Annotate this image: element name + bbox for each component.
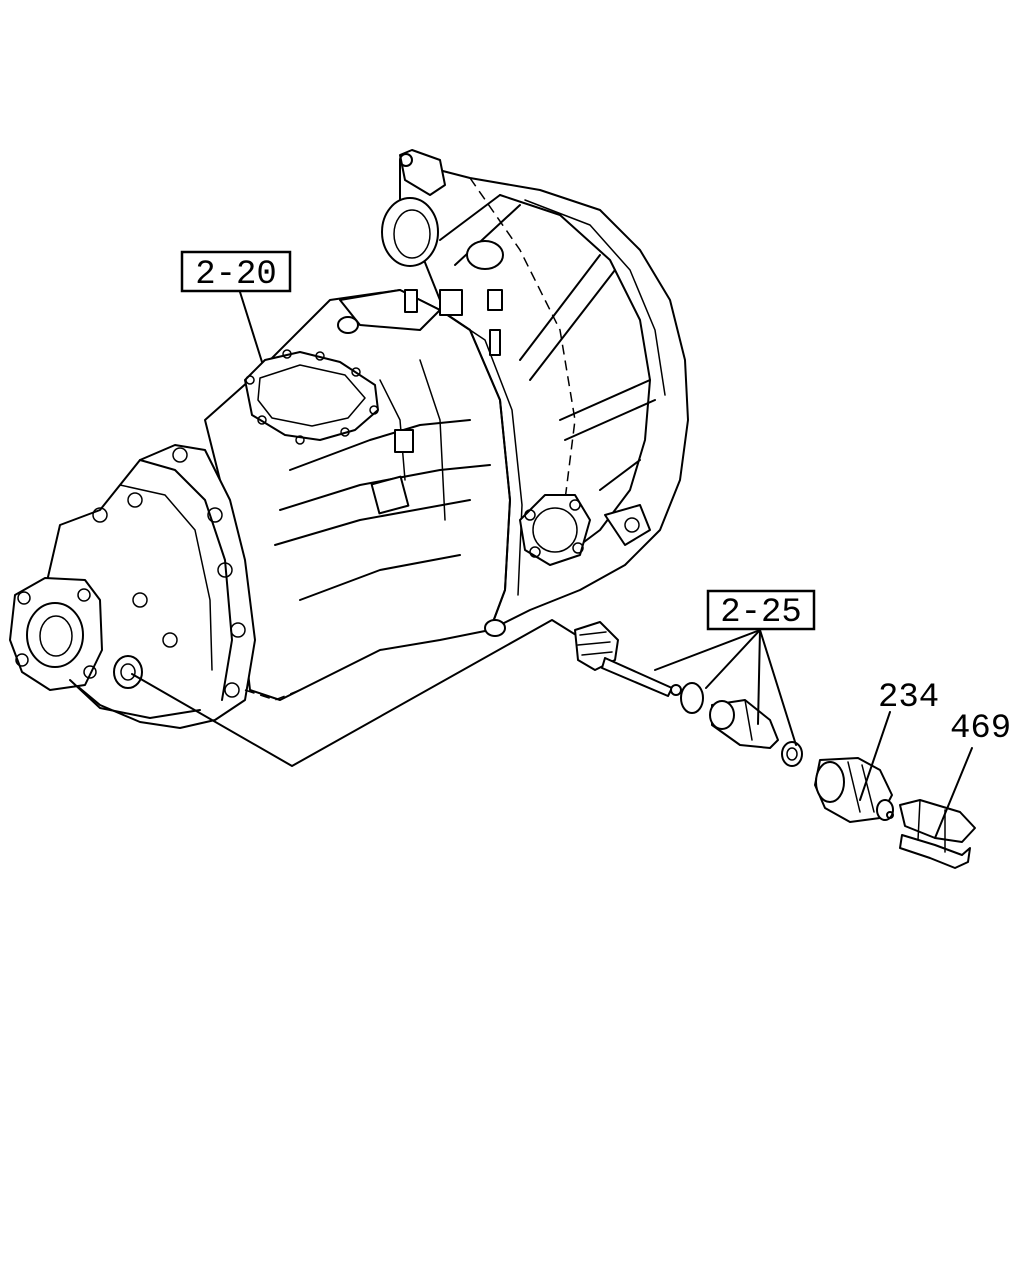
- main-case: [204, 289, 591, 701]
- speedometer-drive-parts: [574, 621, 976, 869]
- transmission-assembly: [9, 149, 689, 729]
- callout-speedometer-drive-label: 2-25: [720, 594, 802, 632]
- callout-transmission: 2-20: [180, 250, 292, 363]
- sensor-part-number: 234: [878, 679, 939, 717]
- part-number-234: 234: [859, 679, 939, 801]
- speed-sensor: [814, 757, 894, 823]
- part-number-469: 469: [934, 710, 1011, 839]
- o-ring: [680, 682, 704, 714]
- bracket-part-number: 469: [950, 710, 1011, 748]
- callout-transmission-label: 2-20: [195, 256, 277, 294]
- mounting-bracket: [899, 799, 976, 869]
- bushing: [781, 741, 803, 767]
- driven-gear: [574, 621, 682, 697]
- rear-housing: [9, 444, 301, 729]
- bell-housing: [381, 149, 689, 626]
- drive-sleeve: [709, 699, 779, 749]
- callout-speedometer-drive: 2-25: [654, 589, 816, 746]
